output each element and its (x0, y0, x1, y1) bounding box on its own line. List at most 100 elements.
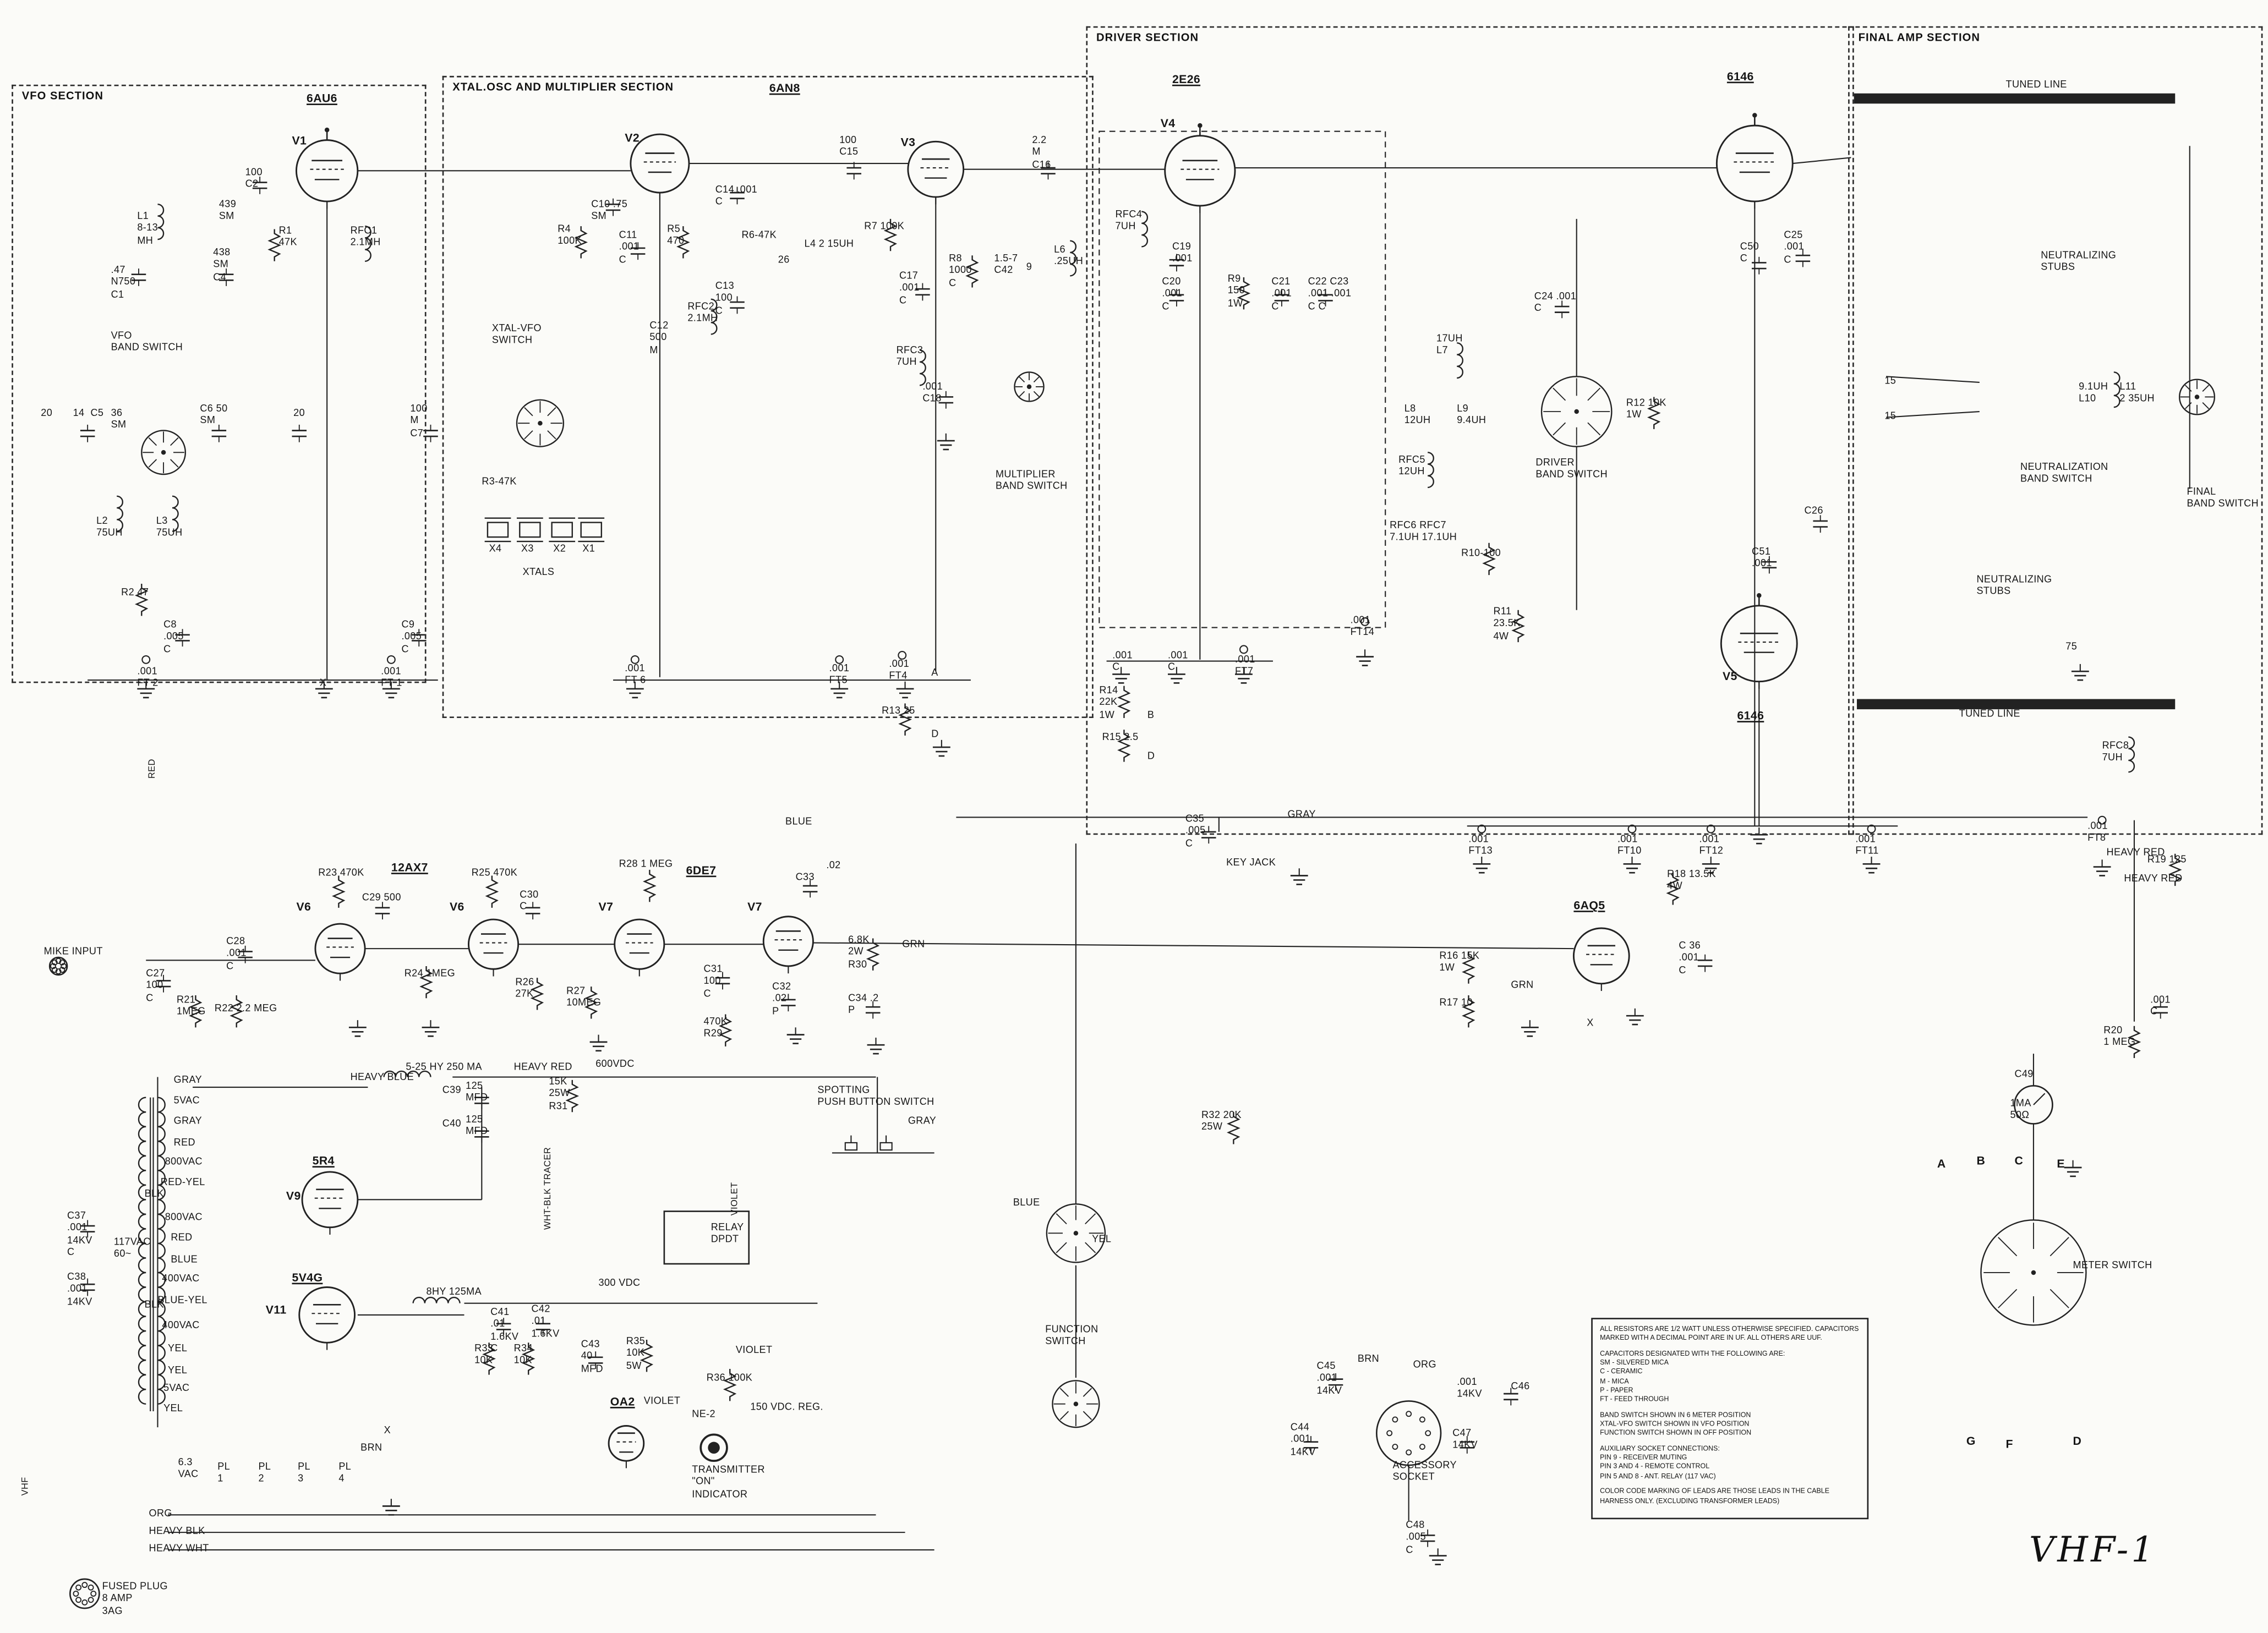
resistor-symbol (1462, 951, 1475, 984)
component-label: 5-25 HY 250 MA (406, 1062, 482, 1073)
component-label: C47 14KV (1452, 1428, 1478, 1451)
feedthrough-icon (1360, 617, 1370, 626)
component-label: RED (173, 1138, 195, 1149)
component-label: YEL (163, 1404, 183, 1415)
tube-type-label: OA2 (610, 1395, 635, 1409)
resistor-symbol (643, 869, 657, 902)
component-label: 100 C2 (245, 168, 263, 190)
component-label: D (931, 730, 939, 740)
relay-box (663, 1210, 750, 1265)
rotary-switch-hub (1574, 409, 1579, 414)
choke-symbol (412, 1296, 461, 1303)
section-title: XTAL.OSC AND MULTIPLIER SECTION (449, 80, 677, 94)
switch-contact (547, 407, 556, 417)
switch-contact (1056, 1242, 1067, 1253)
switch-contact (1085, 1242, 1096, 1253)
component-label: V11 (265, 1303, 287, 1317)
switch-contact (1587, 387, 1601, 401)
component-label: R16 15K 1W (1439, 951, 1480, 974)
notes-box: ALL RESISTORS ARE 1/2 WATT UNLESS OTHERW… (1591, 1318, 1869, 1519)
resistor-symbol (1117, 730, 1131, 762)
component-label: .001 FT12 (1699, 835, 1724, 857)
component-label: C21 .001 C (1271, 277, 1292, 312)
resistor-symbol (482, 1342, 496, 1375)
component-label: C45 .001 14KV (1316, 1361, 1342, 1396)
component-label: .001 C (1168, 651, 1188, 673)
tube-type-label: 5R4 (312, 1154, 335, 1168)
component-label: R13 25 (882, 706, 915, 717)
component-label: X1 (582, 544, 595, 555)
component-label: C5 (90, 408, 104, 419)
component-label: R1 47K (278, 226, 297, 249)
component-label: C46 (1511, 1382, 1530, 1393)
component-label: C38 .001 14KV (67, 1272, 92, 1307)
component-label: 14 (73, 408, 85, 419)
rotary-switch-hub (538, 420, 543, 426)
component-label: VFO BAND SWITCH (111, 331, 183, 354)
component-label: FINAL BAND SWITCH (2187, 487, 2259, 510)
component-label: HEAVY BLK (149, 1526, 205, 1537)
feedthrough-icon (1867, 824, 1876, 834)
component-label: GRN (902, 940, 925, 950)
component-label: SPOTTING PUSH BUTTON SWITCH (817, 1086, 934, 1108)
socket-pin (1419, 1444, 1425, 1450)
resistor-symbol (2168, 853, 2182, 886)
socket-pin (59, 967, 65, 973)
resistor-symbol (1227, 1112, 1240, 1144)
tube-type-label: 2E26 (1172, 73, 1201, 86)
component-label: R17 10 (1439, 998, 1473, 1009)
switch-contact (1033, 376, 1040, 383)
component-label: .02 (826, 861, 841, 872)
socket-icon (48, 956, 68, 976)
component-label: HEAVY RED (2106, 848, 2165, 858)
switch-contact (148, 459, 157, 468)
socket-pin (59, 959, 65, 966)
component-label: RFC5 12UH (1398, 455, 1425, 478)
switch-contact (1056, 1213, 1067, 1225)
resistor-symbol (574, 226, 588, 259)
feedthrough-icon (835, 655, 844, 664)
component-label: .001 FT11 (1855, 835, 1879, 857)
component-label: X2 (553, 544, 566, 555)
tuned-line-bar (1854, 93, 2176, 104)
component-label: C43 40 MFD (581, 1339, 603, 1374)
component-label: L11 2 35UH (2119, 382, 2155, 405)
tube-type-label: 6AU6 (307, 92, 337, 105)
component-label: 5VAC (173, 1096, 200, 1106)
resistor-symbol (530, 978, 544, 1010)
switch-contact (1998, 1237, 2018, 1257)
switch-contact (1587, 422, 1601, 436)
component-label: A (931, 668, 938, 679)
resistor-symbol (565, 1079, 580, 1113)
switch-contact (170, 437, 179, 446)
component-label: L9 9.4UH (1457, 404, 1487, 427)
component-label: 5VAC (163, 1383, 190, 1394)
component-label: 2.2 M C16 (1032, 135, 1051, 171)
component-label: C30 C (520, 890, 539, 913)
component-label: 150 VDC. REG. (750, 1402, 823, 1413)
component-label: TUNED LINE (1959, 709, 2020, 720)
tube-6146-upper-cap-dot (1752, 113, 1757, 118)
component-label: V2 (625, 131, 640, 145)
component-label: YEL (168, 1344, 188, 1355)
component-label: XTALS (522, 567, 555, 578)
component-label: R4 100K (558, 224, 582, 248)
inductor-symbol (157, 204, 165, 240)
component-label: ORG (149, 1509, 172, 1520)
wire (1792, 157, 1851, 165)
component-label: 439 SM (218, 200, 237, 222)
socket-pin (61, 963, 67, 969)
transformer-secondary (157, 1097, 166, 1405)
socket-pin (51, 959, 58, 966)
component-label: R28 1 MEG (619, 859, 673, 870)
socket-pin (81, 1582, 88, 1588)
section-title: VFO SECTION (19, 89, 107, 102)
component-label: VIOLET (643, 1396, 681, 1407)
socket-pin (1386, 1430, 1393, 1437)
component-label: METER SWITCH (2073, 1261, 2152, 1272)
tuned-line-bar (1856, 699, 2176, 710)
resistor-symbol (419, 966, 433, 999)
component-label: 300 VDC (598, 1278, 641, 1289)
section-box-3 (1848, 26, 2263, 835)
